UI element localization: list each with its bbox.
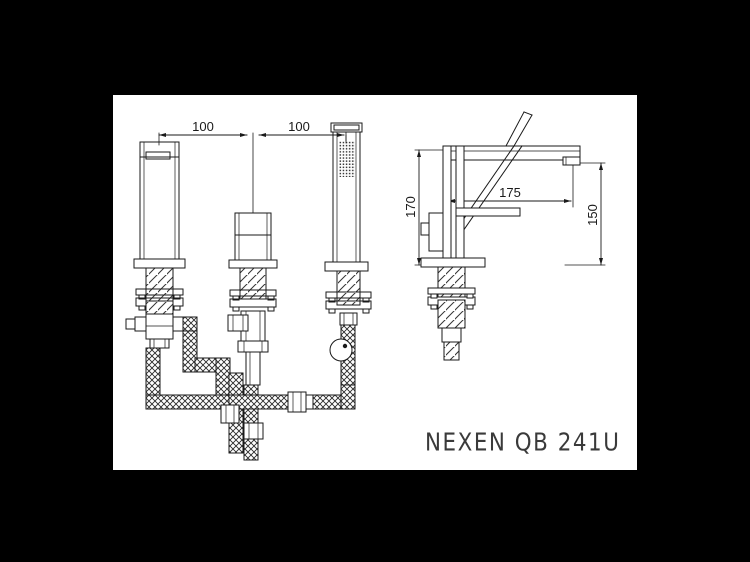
dimension-group-175: 175: [447, 156, 574, 208]
braided-hoses: [145, 314, 356, 461]
dimension-text-100-left: 100: [192, 119, 214, 134]
handshower-body: [324, 122, 372, 326]
lever-handle: [455, 111, 533, 232]
product-label: NEXEN QB 241U: [425, 428, 621, 457]
dimension-group-100: 100 100: [158, 119, 347, 214]
dimension-group-150: 150: [564, 162, 606, 266]
centre-body: [228, 212, 278, 386]
hose-weight: [329, 338, 353, 362]
dimension-text-170: 170: [403, 196, 418, 218]
dimension-text-150: 150: [585, 204, 600, 226]
side-view: 170 150 175: [403, 111, 606, 361]
technical-drawing-svg: 100 100: [125, 111, 606, 461]
dimension-text-175: 175: [499, 185, 521, 200]
dimension-text-100-right: 100: [288, 119, 310, 134]
drawing-canvas: 100 100: [113, 95, 637, 470]
left-body: [125, 141, 190, 349]
